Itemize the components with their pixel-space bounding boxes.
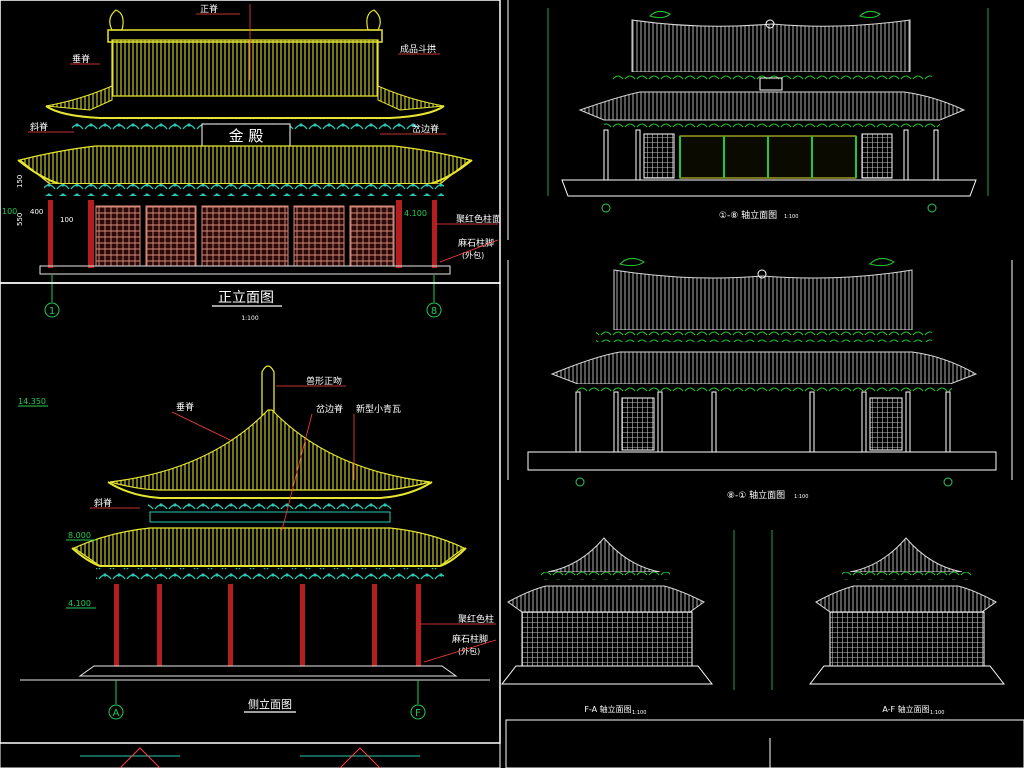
panel-title-A-F: A-F 轴立面图 [882,704,929,714]
elevation-lower: 4.100 [68,599,91,608]
label-finial: 兽形正吻 [306,375,342,387]
front-elevation-panel: 金 殿 1 8 正脊 垂脊 斜脊 [0,0,501,322]
ridge-ornament-right-icon-2 [869,258,895,267]
dimension-columns [733,530,773,690]
lower-roof [17,145,473,185]
elevation-left: 100 [2,207,17,216]
ridge-pearl-icon-2 [757,269,767,279]
side-upper-brackets [148,500,392,512]
panel-title-front: 正立面图 [218,290,274,306]
panel-scale-front: 1:100 [241,315,258,322]
axis-label-1: 1 [49,306,55,317]
axis-elevation-1-8-panel: ①-⑧ 轴立面图 1:100 [507,0,989,240]
label-side-column-base-note: (外包) [458,646,480,656]
side-elevation-panel: A F 兽形正吻 垂脊 岔边脊 新型小青瓦 斜脊 聚红色柱 麻石柱脚 (外包) … [0,282,501,744]
label-side-vertical-ridge: 垂脊 [176,401,194,413]
label-column-paint: 聚红色柱面 [456,213,501,225]
lower-bracket-set [44,184,444,196]
label-bracket: 成品斗拱 [400,43,436,55]
panel-title-8-1: ⑧-① 轴立面图 [727,489,785,501]
label-ridge: 正脊 [200,3,218,15]
right-ridge-beast-icon [366,9,381,31]
dim-400: 400 [30,208,43,216]
axis-label-8: 8 [431,306,437,317]
dim-550: 550 [16,213,24,226]
panel-scale-8-1: 1:100 [794,494,808,500]
bottom-strip [0,742,501,768]
plaque-text: 金 殿 [229,127,264,145]
axis-elevation-A-F-panel: A-F 轴立面图 1:100 [808,537,1006,716]
ridge-ornament-left-icon [649,10,671,19]
axis-elevation-8-1-panel: ⑧-① 轴立面图 1:100 [507,258,1013,501]
axis-elevation-F-A-panel: F-A 轴立面图 1:100 [500,537,714,716]
axis-marker-A [108,704,124,720]
ridge-finial-icon [261,365,275,441]
panel-title-F-A: F-A 轴立面图 [584,704,631,714]
label-side-diagonal-ridge: 斜脊 [94,497,112,509]
side-upper-roof [107,409,433,499]
panel-scale-1-8: 1:100 [784,214,798,220]
ridge-ornament-right-icon [859,10,881,19]
label-side-ridge: 岔边脊 [412,123,439,135]
axis-marker-F [410,704,426,720]
axis-marker-8 [426,302,442,318]
label-vertical-ridge: 垂脊 [72,53,90,65]
label-side-column-paint: 聚红色柱 [458,613,494,625]
axis-label-F: F [415,708,421,719]
front-facade [39,200,451,275]
label-tile: 新型小青瓦 [356,403,401,415]
upper-roof [45,9,445,119]
elevation-lower-eave: 4.100 [404,209,427,218]
dim-150: 150 [16,175,24,188]
side-lower-brackets [96,568,444,582]
label-column-base-note: (外包) [462,250,484,260]
side-lower-roof [71,527,467,567]
ridge-ornament-left-icon-2 [619,258,645,267]
panel-title-1-8: ①-⑧ 轴立面图 [719,209,777,221]
label-side-ridge-2: 岔边脊 [316,403,343,415]
side-columns [20,584,490,681]
dim-100: 100 [60,216,73,224]
left-ridge-beast-icon [109,9,124,31]
panel-title-side: 侧立面图 [248,697,292,711]
panel-scale-A-F: 1:100 [930,710,944,716]
panel-scale-F-A: 1:100 [632,710,646,716]
label-column-base: 麻石柱脚 [458,237,494,249]
elevation-top: 14.350 [18,397,46,406]
elevation-mid: 8.000 [68,531,91,540]
axis-label-A: A [113,708,120,719]
label-diagonal-ridge: 斜脊 [30,121,48,133]
axis-marker-1 [44,302,60,318]
ridge-pearl-icon [765,19,775,29]
label-side-column-base: 麻石柱脚 [452,633,488,645]
bottom-right-strip [505,719,1024,768]
